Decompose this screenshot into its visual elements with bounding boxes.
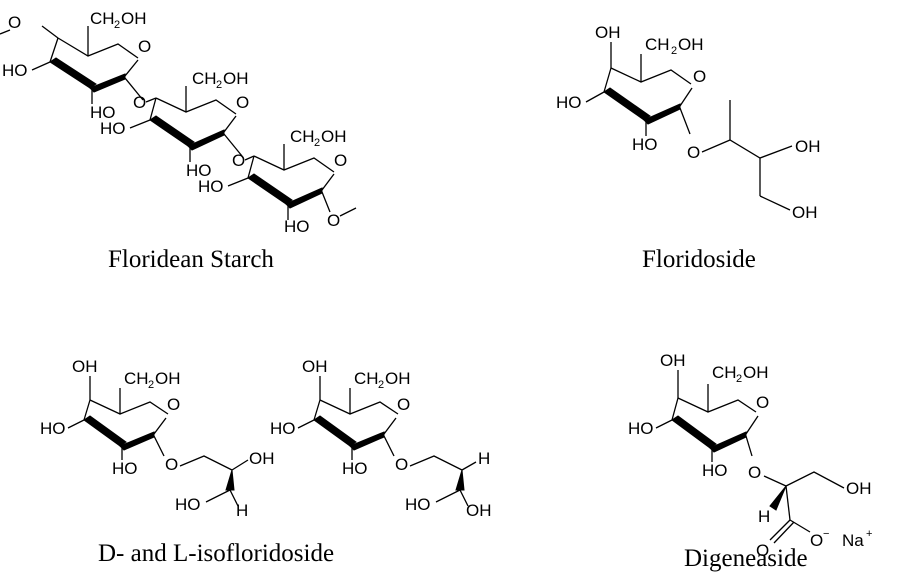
l-isofloridoside-structure: OH CH 2 OH O HO HO O H HO OH (270, 357, 492, 520)
ring-oxygen-label: O (756, 393, 769, 412)
hydroxyl-label: HO (270, 419, 296, 438)
ring-oxygen-label: O (334, 151, 347, 170)
hydroxyl-label: OH (792, 203, 818, 222)
floridean-starch-ring-3: O CH 2 OH O HO HO O (198, 127, 357, 236)
ring-oxygen-label: O (397, 395, 410, 414)
hydroxyl-label: HO (90, 103, 116, 122)
sodium-label: Na (842, 531, 864, 550)
hydroxyl-label: OH (466, 501, 492, 520)
d-isofloridoside-structure: OH CH 2 OH O HO HO O OH HO H (40, 357, 275, 520)
caption-floridoside: Floridoside (642, 246, 756, 273)
hydroxyl-label: HO (100, 119, 126, 138)
ch2oh-subscript: 2 (378, 379, 384, 391)
hydrogen-label: H (236, 501, 248, 520)
ring-oxygen-label: O (693, 67, 706, 86)
ring-oxygen-label: O (138, 37, 151, 56)
positive-charge-label: + (866, 528, 872, 540)
hydroxyl-label: OH (595, 23, 621, 42)
hydroxyl-label: HO (556, 93, 582, 112)
glycosidic-oxygen-label: O (327, 211, 340, 230)
hydroxyl-label: HO (405, 495, 431, 514)
ch2oh-tail: OH (223, 69, 249, 88)
hydroxyl-label: OH (249, 449, 275, 468)
ch2oh-label: CH (90, 9, 115, 28)
ch2oh-subscript: 2 (671, 45, 677, 57)
glycosidic-oxygen-label: O (232, 151, 245, 170)
ch2oh-tail: OH (321, 127, 347, 146)
ch2oh-label: CH (290, 127, 315, 146)
hydroxyl-label: OH (660, 351, 686, 370)
hydroxyl-label: HO (632, 135, 658, 154)
hydroxyl-label: HO (198, 177, 224, 196)
hydroxyl-label: HO (40, 419, 66, 438)
hydroxyl-label: HO (2, 61, 28, 80)
ch2oh-subscript: 2 (148, 379, 154, 391)
ch2oh-subscript: 2 (736, 373, 742, 385)
ch2oh-label: CH (645, 35, 670, 54)
glycosidic-oxygen-label: O (165, 455, 178, 474)
floridoside-structure: OH CH 2 OH O HO HO O OH OH (556, 23, 821, 222)
ch2oh-tail: OH (155, 369, 181, 388)
carbonyl-oxygen-label: O (756, 541, 769, 560)
hydroxyl-label: OH (846, 479, 872, 498)
ch2oh-tail: OH (385, 369, 411, 388)
glycosidic-oxygen-label: O (748, 463, 761, 482)
ch2oh-label: CH (192, 69, 217, 88)
glycosidic-oxygen-label: O (133, 93, 146, 112)
hydroxyl-label: HO (342, 459, 368, 478)
glycosidic-oxygen-label: O (687, 143, 700, 162)
hydroxyl-label: HO (284, 217, 310, 236)
ch2oh-subscript: 2 (216, 79, 222, 91)
caption-isofloridoside: D- and L-isofloridoside (98, 540, 335, 567)
hydroxyl-label: OH (795, 137, 821, 156)
hydroxyl-label: HO (628, 419, 654, 438)
carboxylate-oxygen-label: O (810, 531, 823, 550)
floridean-starch-ring-2: O CH 2 OH O HO HO (100, 69, 249, 180)
hydrogen-label: H (478, 449, 490, 468)
negative-charge-label: − (823, 528, 829, 540)
ch2oh-subscript: 2 (114, 19, 120, 31)
ring-oxygen-label: O (236, 93, 249, 112)
ch2oh-tail: OH (743, 363, 769, 382)
hydroxyl-label: HO (175, 495, 201, 514)
glycosidic-oxygen-label: O (8, 13, 21, 32)
ch2oh-subscript: 2 (314, 137, 320, 149)
caption-digeneaside: Digeneaside (684, 545, 808, 572)
digeneaside-structure: OH CH 2 OH O HO HO O OH H O O − Na + (628, 351, 872, 560)
hydroxyl-label: OH (302, 357, 328, 376)
ch2oh-label: CH (712, 363, 737, 382)
ch2oh-label: CH (124, 369, 149, 388)
hydroxyl-label: HO (186, 161, 212, 180)
ring-oxygen-label: O (167, 395, 180, 414)
hydroxyl-label: HO (702, 461, 728, 480)
ch2oh-tail: OH (678, 35, 704, 54)
hydroxyl-label: HO (112, 459, 138, 478)
caption-floridean-starch: Floridean Starch (108, 246, 274, 273)
floridean-starch-structure: CH 2 OH O O HO HO O CH 2 OH O HO (0, 9, 357, 236)
hydroxyl-label: OH (72, 357, 98, 376)
ch2oh-tail: OH (121, 9, 147, 28)
hydrogen-label: H (758, 507, 770, 526)
ch2oh-label: CH (354, 369, 379, 388)
glycosidic-oxygen-label: O (395, 455, 408, 474)
floridean-starch-ring-1: CH 2 OH O O HO HO (0, 9, 151, 122)
